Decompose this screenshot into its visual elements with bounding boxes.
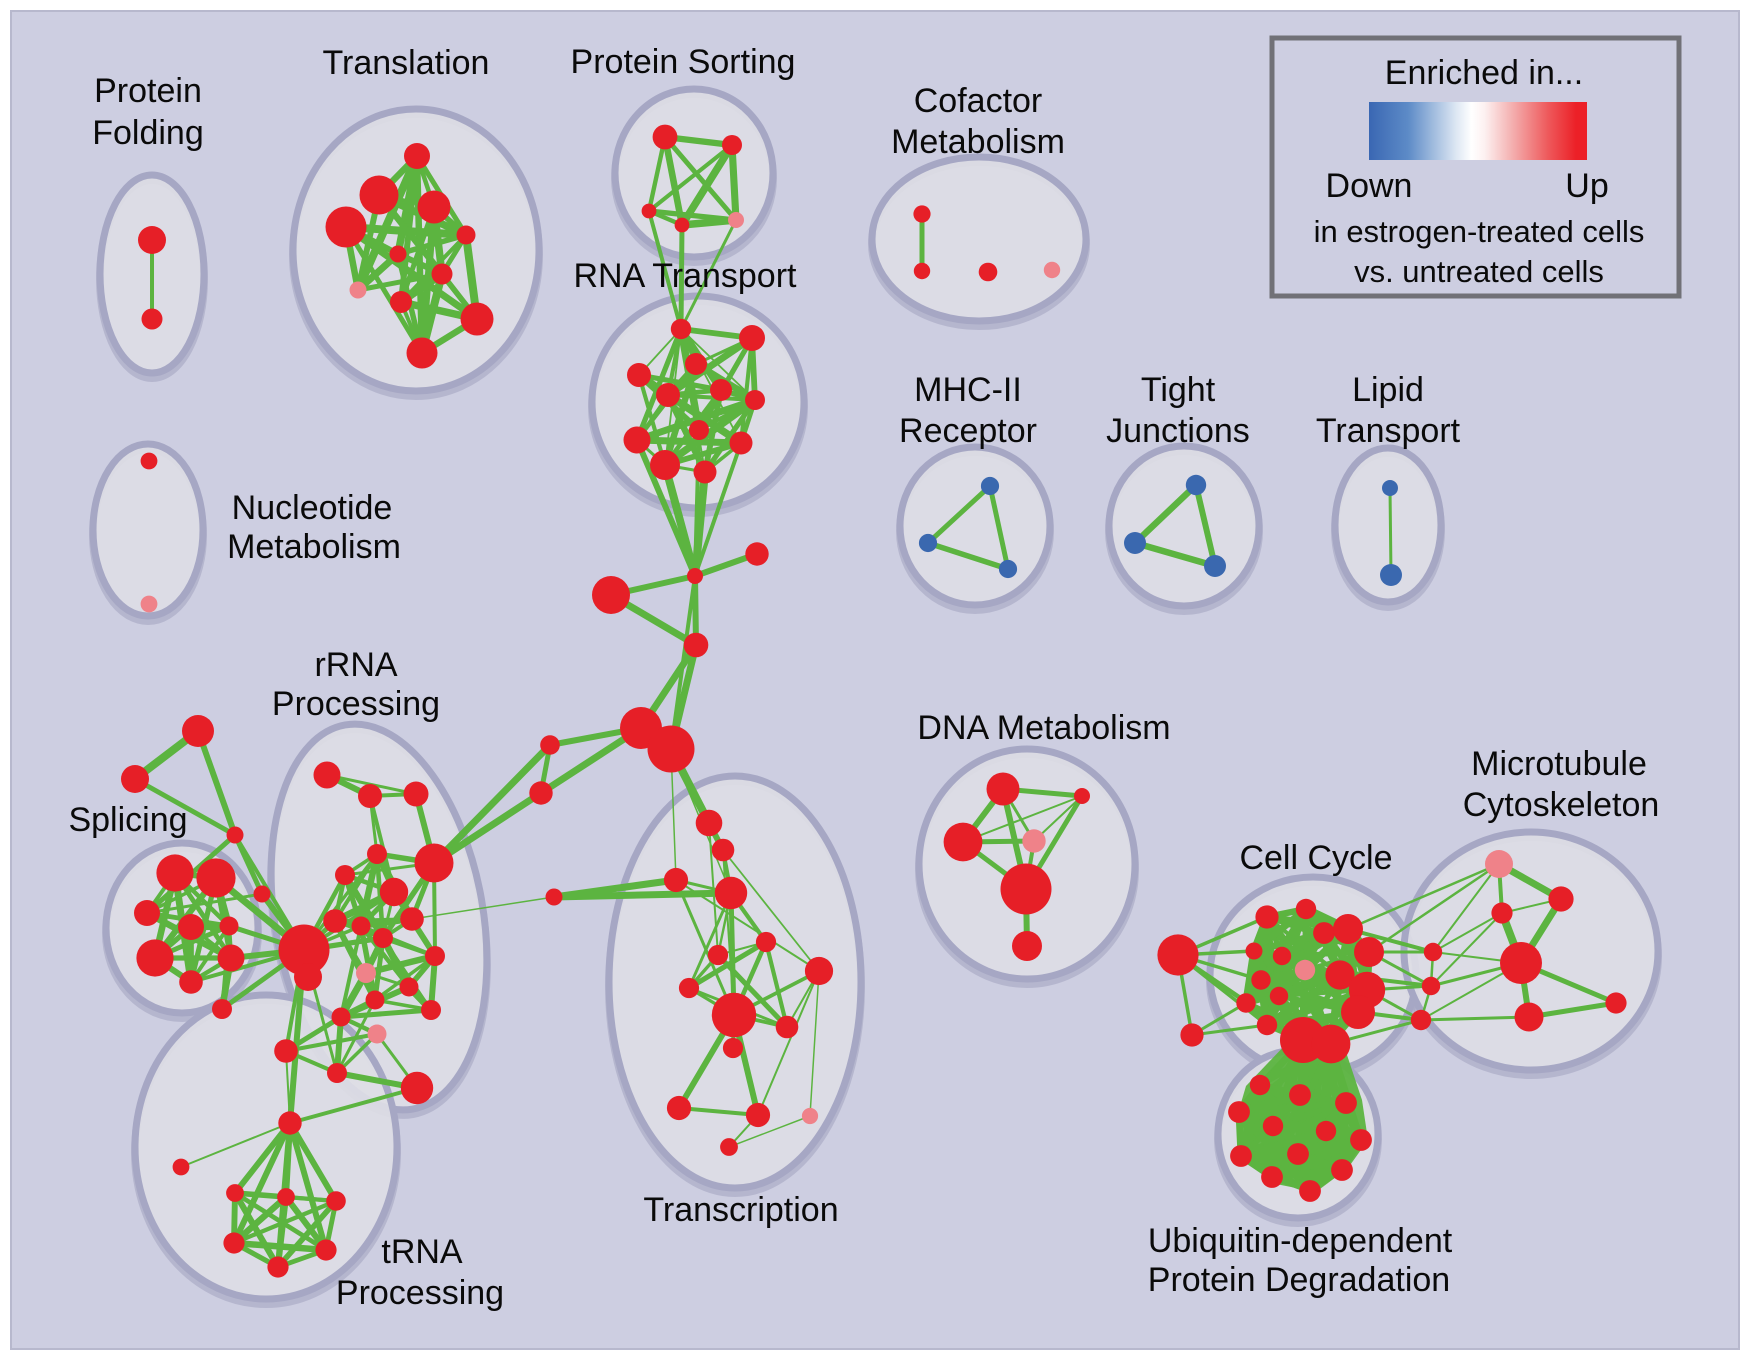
svg-text:RNA Transport: RNA Transport [574,257,798,295]
svg-text:Enriched in...: Enriched in... [1385,54,1583,92]
svg-text:Lipid: Lipid [1352,371,1424,409]
svg-text:Nucleotide: Nucleotide [232,489,393,527]
svg-text:Receptor: Receptor [899,412,1037,450]
svg-text:Transcription: Transcription [643,1191,838,1229]
svg-text:Junctions: Junctions [1106,412,1250,450]
svg-text:Splicing: Splicing [68,801,187,839]
svg-text:vs. untreated cells: vs. untreated cells [1354,254,1604,289]
svg-text:MHC-II: MHC-II [914,371,1022,409]
svg-text:Tight: Tight [1141,371,1216,409]
svg-text:Metabolism: Metabolism [891,123,1065,161]
svg-text:Metabolism: Metabolism [227,528,401,566]
svg-text:Up: Up [1565,167,1608,205]
svg-text:Protein Sorting: Protein Sorting [571,43,796,81]
svg-text:Down: Down [1326,167,1413,205]
svg-text:Cofactor: Cofactor [914,82,1043,120]
svg-text:rRNA: rRNA [314,646,397,684]
svg-text:Folding: Folding [92,114,204,152]
svg-text:Microtubule: Microtubule [1471,745,1647,783]
svg-text:Transport: Transport [1316,412,1461,450]
svg-text:in estrogen-treated cells: in estrogen-treated cells [1314,214,1645,249]
svg-text:Protein Degradation: Protein Degradation [1148,1261,1450,1299]
svg-text:Translation: Translation [323,44,490,82]
svg-text:Cytoskeleton: Cytoskeleton [1463,786,1660,824]
svg-text:Processing: Processing [336,1274,504,1312]
svg-text:Ubiquitin-dependent: Ubiquitin-dependent [1148,1222,1453,1260]
svg-text:Protein: Protein [94,72,202,110]
svg-text:Processing: Processing [272,685,440,723]
svg-text:Cell Cycle: Cell Cycle [1239,839,1392,877]
svg-text:tRNA: tRNA [381,1233,463,1271]
svg-text:DNA Metabolism: DNA Metabolism [917,709,1170,747]
